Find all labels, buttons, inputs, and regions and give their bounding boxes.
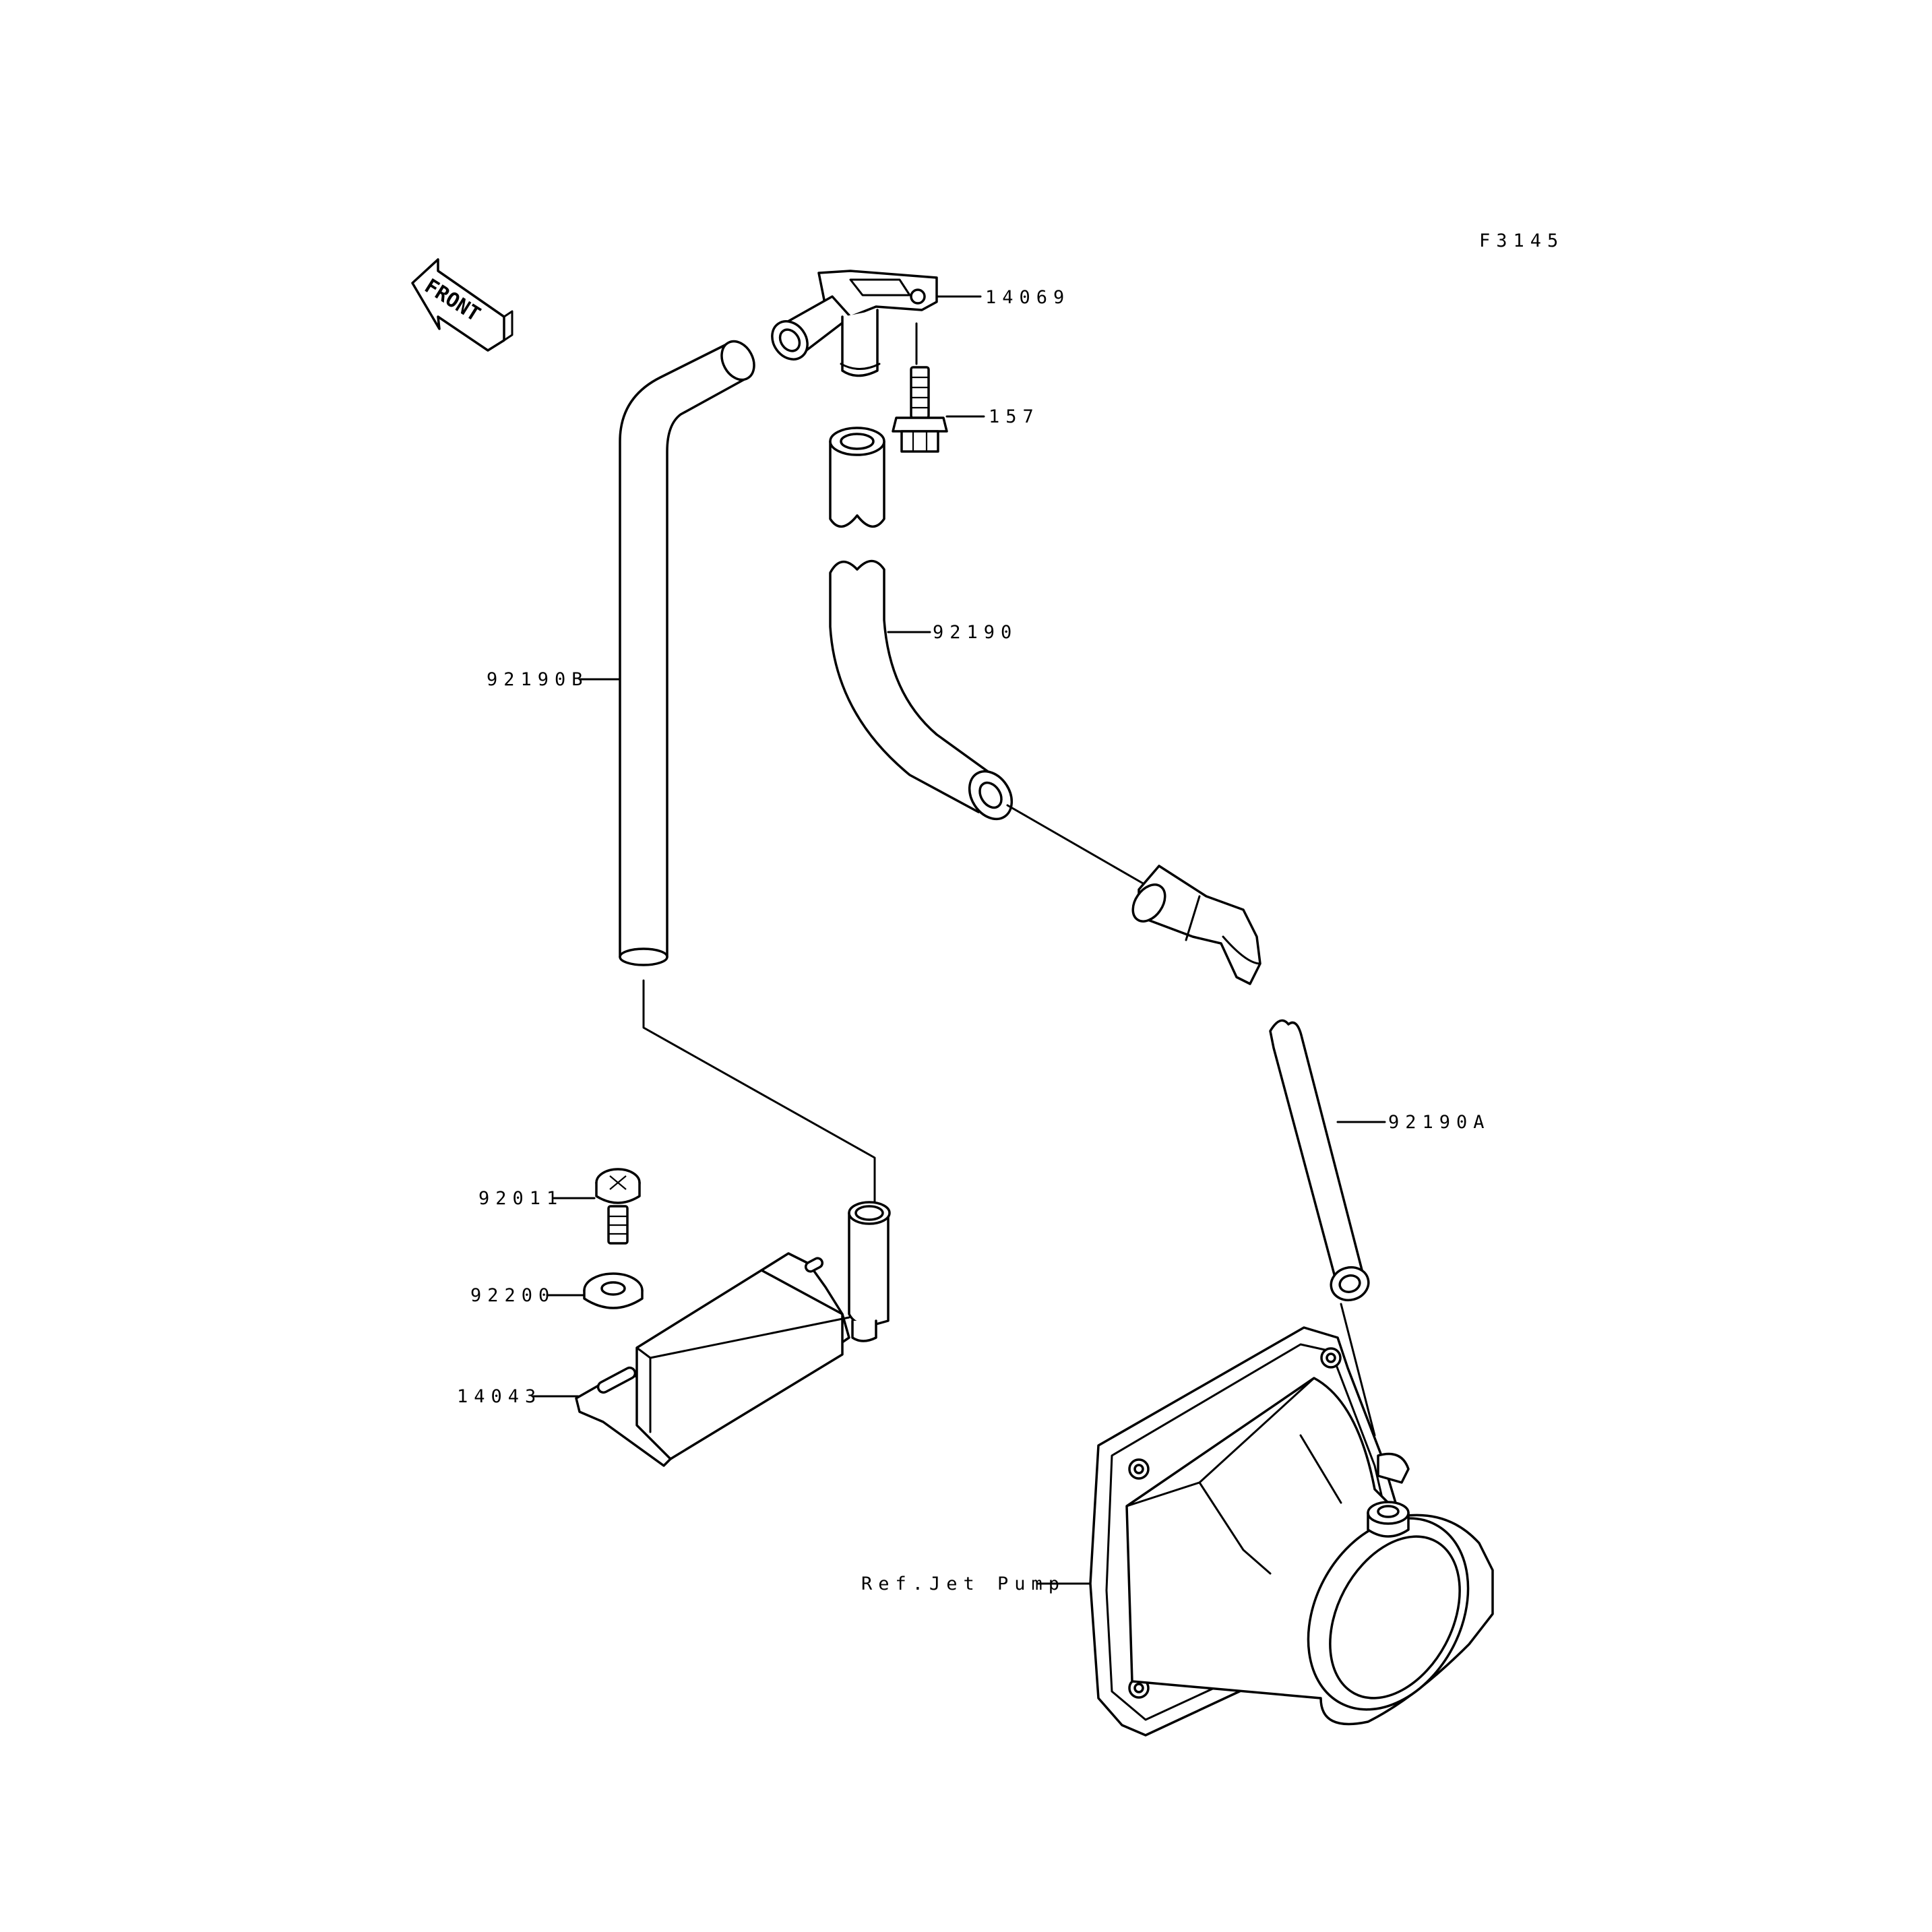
label-92190B: 92190B xyxy=(487,669,589,690)
screw-92011[interactable] xyxy=(595,1168,641,1245)
washer-92200[interactable] xyxy=(583,1272,644,1309)
front-arrow-icon: FRONT xyxy=(411,258,513,352)
label-92011: 92011 xyxy=(478,1188,563,1209)
figure-code: F3145 xyxy=(1479,230,1564,251)
label-ref-jet-pump: Ref.Jet Pump xyxy=(861,1573,1065,1594)
label-14069: 14069 xyxy=(985,287,1070,308)
check-valve[interactable] xyxy=(1126,865,1261,985)
label-14043: 14043 xyxy=(457,1386,542,1407)
filter-14043[interactable] xyxy=(575,1201,891,1467)
label-92200: 92200 xyxy=(470,1285,555,1306)
label-92190: 92190 xyxy=(933,622,1018,643)
hose-92190A[interactable] xyxy=(1269,1019,1372,1304)
screw-157[interactable] xyxy=(892,322,948,453)
label-92190A: 92190A xyxy=(1388,1112,1491,1133)
hose-92190B[interactable] xyxy=(619,336,761,966)
label-157: 157 xyxy=(989,406,1040,427)
jet-pump[interactable] xyxy=(1089,1326,1500,1737)
fitting-14069[interactable] xyxy=(765,270,938,377)
hose-92190[interactable] xyxy=(829,427,1020,827)
